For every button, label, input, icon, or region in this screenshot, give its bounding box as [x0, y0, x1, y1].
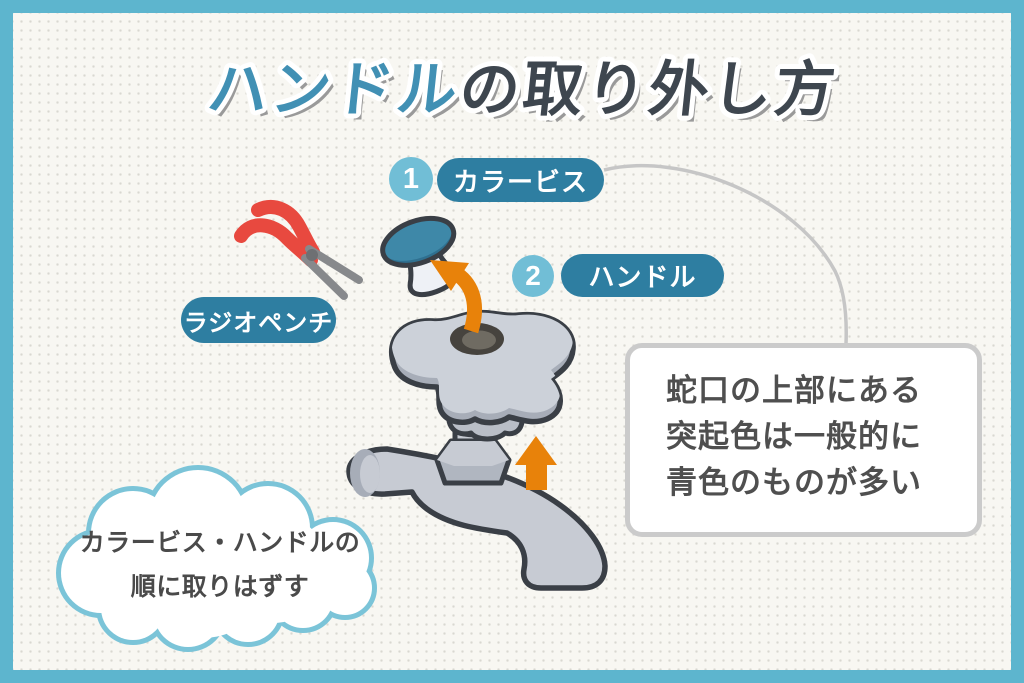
cloud-line-2: 順に取りはずす [130, 573, 310, 601]
note-box: 蛇口の上部にある 突起色は一般的に 青色のものが多い [625, 343, 982, 537]
note-line-2: 突起色は一般的に [666, 419, 922, 454]
cloud-line-1: カラービス・ハンドルの [79, 529, 361, 557]
title-rest: の取り外し方 [456, 56, 841, 123]
step-2-label-handle: ハンドル [561, 254, 724, 297]
title-highlight: ハンドル [204, 56, 463, 123]
step-1-label-colorscrew: カラービス [437, 158, 604, 202]
step-2-number: 2 [512, 255, 554, 297]
note-line-1: 蛇口の上部にある [666, 373, 922, 408]
cloud-bubble-text: カラービス・ハンドルの 順に取りはずす [71, 505, 369, 625]
note-line-3: 青色のものが多い [666, 465, 922, 500]
title-main: ハンドルの取り外し方 [204, 56, 841, 123]
step-1-number: 1 [389, 157, 433, 201]
page-title: ハンドルの取り外し方 ハンドルの取り外し方 [199, 51, 847, 129]
title-shadow: ハンドルの取り外し方 [210, 62, 847, 129]
tool-label-pliers: ラジオペンチ [181, 297, 336, 343]
